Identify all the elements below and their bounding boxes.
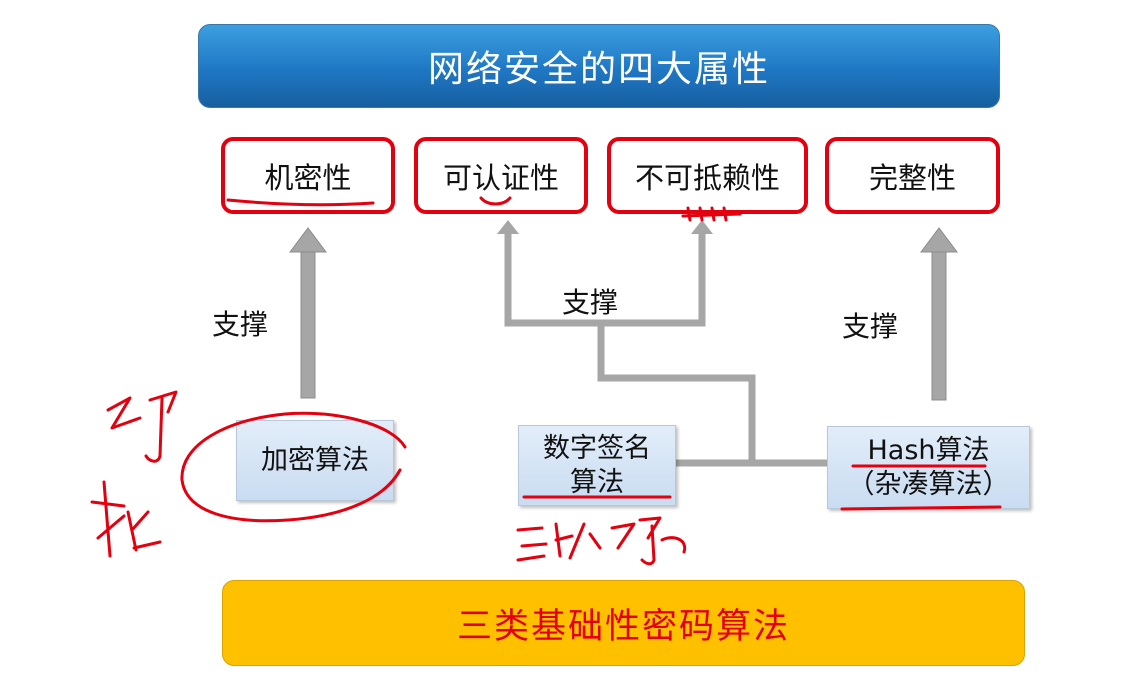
property-authentication: 可认证性 [414, 137, 588, 214]
property-non-repudiation: 不可抵赖性 [607, 137, 808, 214]
arrow-encryption-to-confidentiality [289, 227, 327, 399]
hash-label-line2: （杂凑算法） [847, 468, 1010, 500]
encryption-algorithm-box: 加密算法 [236, 420, 394, 501]
hash-label-line1: Hash算法 [867, 434, 990, 466]
property-label: 完整性 [868, 160, 956, 195]
strokes-non-repudiation [686, 206, 728, 222]
property-integrity: 完整性 [825, 137, 1000, 214]
scribble-left-top [106, 390, 178, 463]
title-bar: 网络安全的四大属性 [198, 24, 1000, 108]
bottom-bar: 三类基础性密码算法 [222, 580, 1025, 666]
property-label: 不可抵赖性 [634, 160, 780, 195]
arrow-hash-to-integrity [920, 227, 958, 401]
signature-label-line1: 数字签名 [543, 432, 651, 464]
property-label: 机密性 [264, 160, 352, 195]
support-label-left: 支撑 [212, 308, 269, 341]
signature-label-line2: 算法 [570, 466, 624, 498]
title-text: 网络安全的四大属性 [427, 49, 770, 90]
underline-hash-line2 [840, 505, 1002, 511]
digital-signature-box: 数字签名 算法 [518, 425, 676, 506]
support-label-middle: 支撑 [562, 286, 619, 319]
underline-authentication [479, 196, 512, 206]
middle-connectors [504, 232, 827, 467]
circle-encryption [180, 411, 407, 523]
scribble-left-bottom [90, 480, 162, 558]
underline-confidentiality [226, 198, 375, 207]
support-label-right: 支撑 [842, 310, 899, 343]
bottom-text: 三类基础性密码算法 [456, 606, 790, 647]
middle-arrowheads [497, 220, 713, 234]
underline-non-repudiation [681, 212, 742, 218]
encryption-label: 加密算法 [261, 444, 369, 476]
property-label: 可认证性 [442, 160, 559, 195]
scribble-signature-below [516, 516, 687, 566]
